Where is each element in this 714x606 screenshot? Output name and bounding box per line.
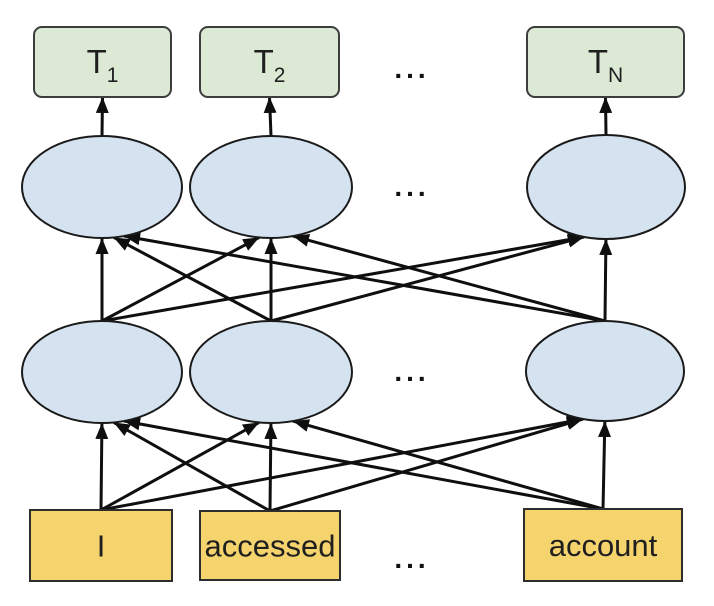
arrow-hidden-bottom-2-to-hidden-top-1: [113, 236, 272, 323]
output-t1-box: [33, 26, 172, 98]
input-account-box: [523, 508, 683, 582]
hidden-top-3-ellipse: [526, 134, 686, 240]
ellipsis-outputs-ellipsis: ...: [394, 53, 429, 84]
arrow-hidden-bottom-3-to-hidden-top-2: [292, 234, 606, 323]
arrow-hidden-bottom-3-to-hidden-top-1: [123, 232, 606, 323]
arrow-input-i-to-hidden-bottom-2: [100, 421, 260, 512]
hidden-top-2-ellipse: [189, 135, 353, 239]
arrow-input-i-to-hidden-bottom-1: [95, 422, 109, 511]
arrow-hidden-bottom-2-to-hidden-top-3: [270, 234, 585, 323]
ellipsis-hidden-top-ellipsis: ...: [394, 171, 429, 202]
input-i-label: I: [97, 529, 106, 564]
hidden-bottom-3-ellipse: [525, 320, 685, 422]
output-t1-label: T1: [87, 43, 119, 87]
arrow-hidden-top-1-to-output-t1: [95, 96, 109, 137]
arrow-input-account-to-hidden-bottom-3: [598, 420, 612, 510]
input-accessed-box: [199, 510, 341, 581]
output-tn-box: [526, 26, 685, 98]
arrow-input-account-to-hidden-bottom-1: [123, 417, 604, 511]
arrow-input-accessed-to-hidden-bottom-2: [264, 422, 278, 512]
hidden-bottom-2-ellipse: [189, 320, 353, 424]
ellipsis-hidden-bottom-ellipsis: ...: [394, 356, 429, 387]
output-t2-label: T2: [254, 43, 286, 87]
connection-arrows: [95, 96, 613, 513]
arrow-hidden-bottom-3-to-hidden-top-3: [599, 238, 613, 322]
arrow-hidden-top-3-to-output-tn: [599, 96, 613, 136]
hidden-top-1-ellipse: [21, 135, 183, 239]
arrow-hidden-top-2-to-output-t2: [263, 96, 277, 137]
arrow-input-i-to-hidden-bottom-3: [100, 415, 584, 512]
arrow-hidden-bottom-1-to-hidden-top-2: [101, 236, 260, 323]
arrow-input-accessed-to-hidden-bottom-3: [269, 417, 584, 513]
input-account-label: account: [549, 528, 658, 563]
input-accessed-label: accessed: [205, 529, 336, 564]
output-t2-box: [199, 26, 340, 98]
ellipsis-inputs-ellipsis: ...: [394, 543, 429, 574]
arrow-input-account-to-hidden-bottom-2: [292, 419, 604, 511]
arrow-hidden-bottom-1-to-hidden-top-3: [101, 233, 585, 323]
hidden-bottom-1-ellipse: [21, 320, 183, 424]
input-i-box: [29, 509, 173, 582]
arrow-input-accessed-to-hidden-bottom-1: [113, 421, 271, 513]
output-tn-label: TN: [588, 43, 623, 87]
